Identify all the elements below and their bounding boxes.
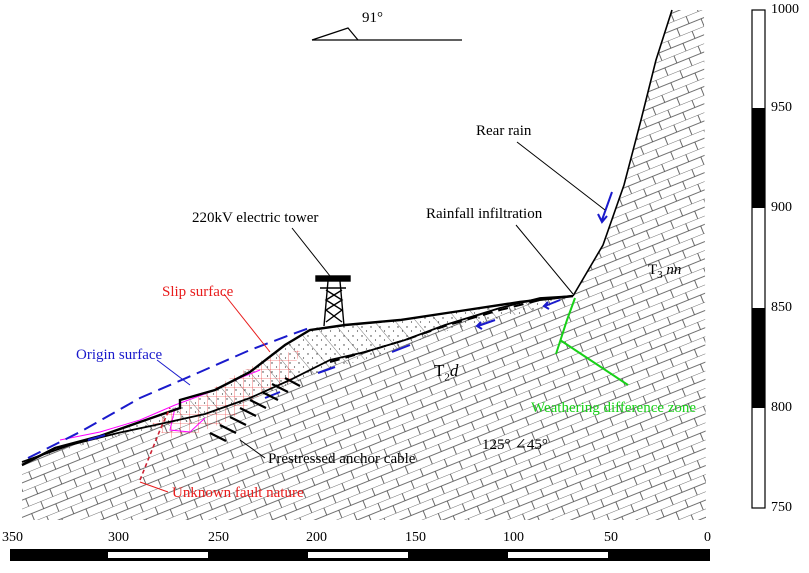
distance-tick: 200	[306, 530, 327, 545]
label-origin-surface: Origin surface	[76, 347, 163, 363]
distance-tick: 0	[704, 530, 711, 545]
elevation-scale-bar	[751, 9, 766, 509]
direction-label: 91°	[362, 10, 383, 26]
fault-line	[139, 407, 171, 481]
elevation-tick: 1000	[771, 2, 799, 17]
seepage-arrows	[87, 191, 613, 441]
interface-dashed	[329, 295, 574, 363]
bedrock-interface	[21, 295, 574, 463]
elevation-tick: 800	[771, 400, 792, 415]
slip-zone-grid	[150, 350, 300, 438]
label-anchor-cable: Prestressed anchor cable	[268, 451, 416, 467]
elevation-tick: 850	[771, 300, 792, 315]
distance-tick: 50	[604, 530, 618, 545]
label-attitude: 125° ∠45°	[482, 437, 548, 453]
distance-scale-bar	[10, 549, 710, 561]
label-t3nn: T3 nn	[648, 262, 682, 281]
elevation-tick: 950	[771, 100, 792, 115]
distance-tick: 250	[208, 530, 229, 545]
distance-tick: 350	[2, 530, 23, 545]
label-fault: Unknown fault nature	[172, 485, 304, 501]
label-weathering-zone: Weathering difference zone	[531, 400, 697, 416]
cliff-surface	[572, 9, 673, 297]
anchor-cables	[209, 377, 301, 442]
label-rear-rain: Rear rain	[476, 123, 532, 139]
elevation-tick: 900	[771, 200, 792, 215]
label-rainfall-infiltration: Rainfall infiltration	[426, 206, 543, 222]
label-electric-tower: 220kV electric tower	[192, 210, 319, 226]
distance-tick: 300	[108, 530, 129, 545]
label-t2d: T2d	[434, 361, 459, 384]
leader-lines	[239, 141, 606, 459]
weathering-zone-line	[555, 297, 629, 386]
bedrock-mass-t3nn	[573, 10, 706, 520]
distance-tick: 100	[503, 530, 524, 545]
elevation-tick: 750	[771, 500, 792, 515]
electric-tower	[315, 275, 351, 327]
ground-surface	[21, 294, 574, 467]
bedrock-mass-t2d	[22, 296, 575, 520]
distance-tick: 150	[405, 530, 426, 545]
label-slip-surface: Slip surface	[162, 284, 234, 300]
direction-arrow	[311, 27, 462, 41]
origin-surface-line	[27, 326, 313, 459]
